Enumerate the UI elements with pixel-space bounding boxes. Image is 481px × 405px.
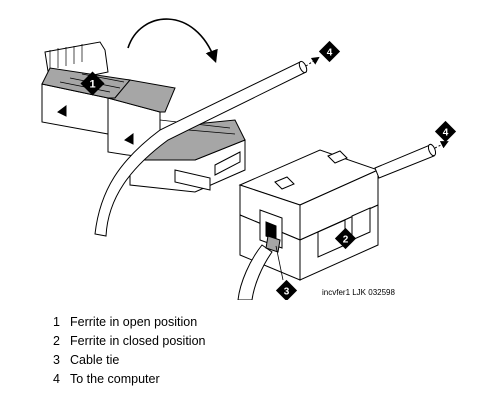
rotation-arrow: [127, 18, 218, 64]
callout-4-right: 4: [434, 120, 457, 143]
callout-4-top-label: 4: [327, 48, 333, 59]
legend-item: 3 Cable tie: [53, 350, 205, 369]
legend-number: 3: [53, 352, 60, 367]
legend-number: 4: [53, 371, 60, 386]
legend-text: Ferrite in closed position: [70, 333, 206, 348]
legend-item: 1 Ferrite in open position: [53, 312, 205, 331]
cable-right: [237, 143, 437, 300]
legend-item: 4 To the computer: [53, 369, 205, 388]
callout-4-top: 4: [318, 40, 341, 63]
callout-1-label: 1: [89, 79, 95, 91]
legend-item: 2 Ferrite in closed position: [53, 331, 205, 350]
legend-number: 2: [53, 333, 60, 348]
ferrite-open: [41, 41, 246, 193]
cable-left: [94, 60, 308, 237]
legend-text: Ferrite in open position: [70, 314, 198, 329]
callout-3-label: 3: [284, 287, 290, 298]
legend-text: To the computer: [70, 371, 160, 386]
callout-1: 1: [80, 71, 105, 96]
callout-4-right-label: 4: [443, 128, 449, 139]
cable-left-continuation: [305, 56, 320, 67]
legend: 1 Ferrite in open position 2 Ferrite in …: [53, 312, 205, 388]
legend-text: Cable tie: [70, 352, 120, 367]
cable-right-continuation: [434, 141, 449, 149]
callout-3: 3: [275, 279, 298, 300]
ferrite-installation-diagram: 1 2 3 4 4: [41, 18, 457, 300]
figure-code: incvfer1 LJK 032598: [322, 288, 395, 297]
callout-2-label: 2: [343, 235, 349, 246]
legend-number: 1: [53, 314, 60, 329]
